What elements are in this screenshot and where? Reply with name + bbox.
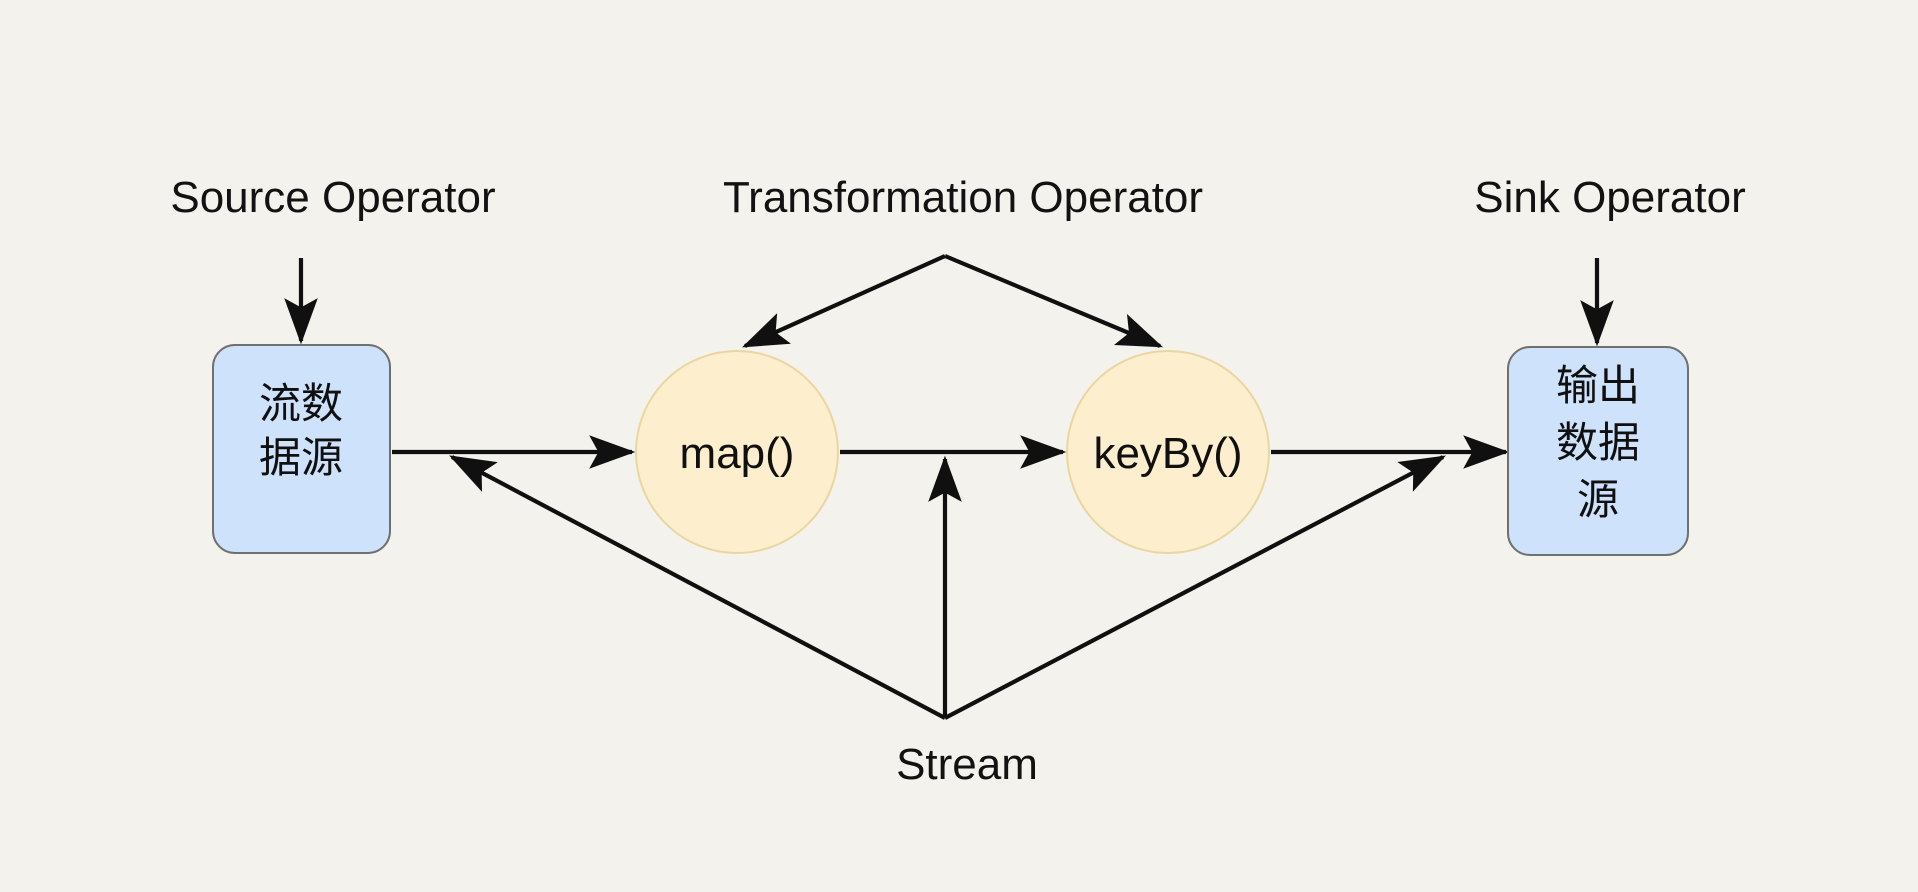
sink-node-label-line2: 数据 — [1556, 418, 1640, 467]
keyby-node[interactable] — [1066, 350, 1270, 554]
source-node-label-line1: 流数 — [259, 379, 343, 428]
sink-node-label-line1: 输出 — [1556, 361, 1640, 410]
source-node-label-line2: 据源 — [259, 433, 343, 482]
caption-source-operator: Source Operator — [170, 173, 495, 222]
caption-stream: Stream — [896, 740, 1038, 789]
map-node-label: map() — [680, 429, 795, 478]
sink-node-label-line3: 源 — [1577, 475, 1619, 524]
caption-transformation-operator: Transformation Operator — [723, 173, 1203, 222]
keyby-node-label: keyBy() — [1093, 429, 1242, 478]
map-node[interactable] — [635, 350, 839, 554]
sink-node[interactable] — [1507, 346, 1689, 556]
caption-sink-operator: Sink Operator — [1474, 173, 1745, 222]
arrow-stream-to-left-flow — [449, 455, 946, 720]
arrow-transform-to-map — [741, 254, 946, 348]
source-node[interactable] — [212, 344, 391, 554]
arrow-stream-to-right-flow — [944, 455, 1446, 720]
arrow-transform-to-keyby — [944, 254, 1164, 348]
